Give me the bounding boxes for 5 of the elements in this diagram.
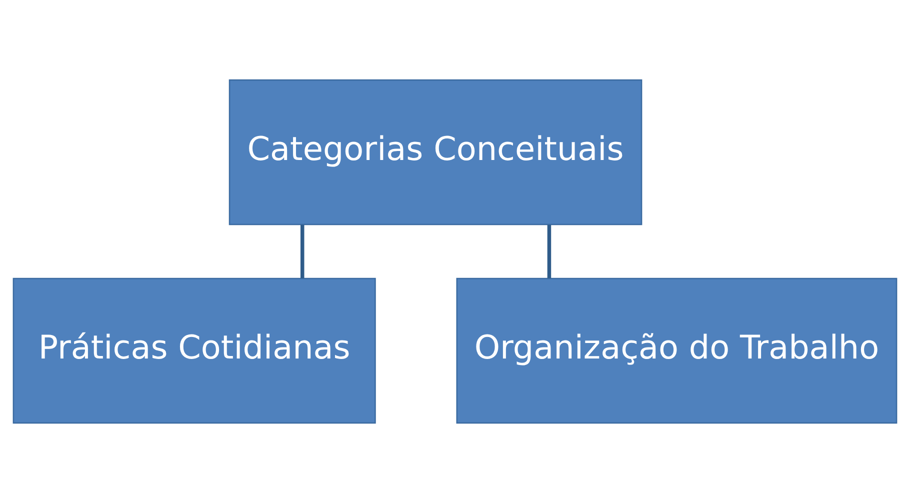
node-box: Organização do Trabalho (456, 278, 898, 424)
connector (547, 225, 552, 278)
node-box: Categorias Conceituais (228, 79, 642, 226)
connector (300, 225, 304, 278)
node-box: Práticas Cotidianas (12, 278, 376, 424)
